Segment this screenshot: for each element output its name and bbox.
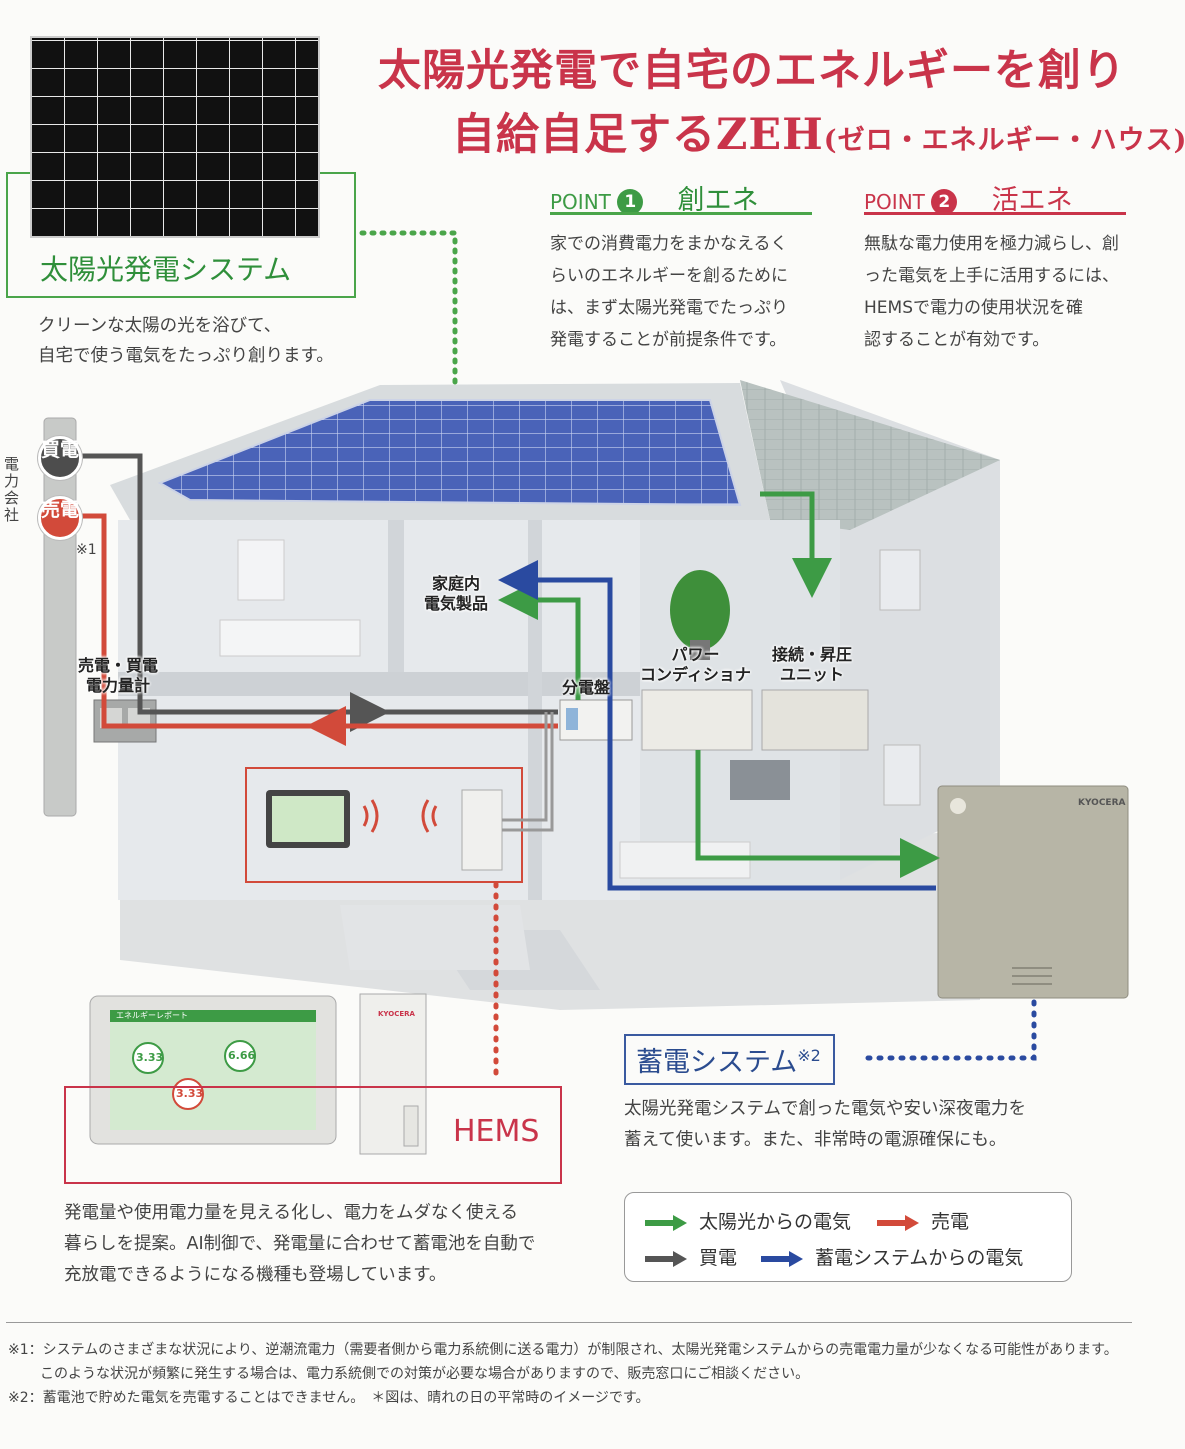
legend-solar: 太陽光からの電気 <box>645 1207 851 1234</box>
point1-heading: POINT 1 創エネ <box>550 178 759 217</box>
buy-badge: 買電 <box>38 436 82 480</box>
point1-prefix: POINT <box>550 190 611 214</box>
battery-desc-line: 蓄えて使います。また、非常時の電源確保にも。 <box>624 1130 1007 1150</box>
point1-body: 家での消費電力をまかなえるく らいのエネルギーを創るために は、まず太陽光発電で… <box>550 228 788 356</box>
hems-screen-title: エネルギーレポート <box>116 1011 188 1020</box>
power-conditioner <box>641 689 753 751</box>
point2-body: 無駄な電力使用を極力減らし、創 った電気を上手に活用するには、 HEMSで電力の… <box>864 228 1119 356</box>
red-arrow-icon <box>877 1214 919 1231</box>
hems-value-3: 3.33 <box>176 1087 204 1100</box>
point1-line: 家での消費電力をまかなえるく <box>550 234 788 254</box>
conditioner-label-line: コンディショナ <box>640 665 751 684</box>
hems-value-1: 3.33 <box>136 1051 164 1064</box>
meter-label: 売電・買電 電力量計 <box>78 656 158 696</box>
flow-battery-appliances <box>498 560 936 891</box>
point1-number: 1 <box>617 189 644 215</box>
battery-brand: KYOCERA <box>1078 798 1126 808</box>
title-zeh: 自給自足するZEH <box>452 110 824 160</box>
main-title-line2: 自給自足するZEH(ゼロ・エネルギー・ハウス) <box>452 100 1185 162</box>
hems-frame <box>64 1086 562 1184</box>
point1-underline <box>550 212 812 215</box>
appliances-label-line: 家庭内 <box>432 574 481 593</box>
meter-label-line: 電力量計 <box>86 676 151 695</box>
flow-solar-appliances <box>498 580 581 700</box>
hems-desc-line: 充放電できるようになる機種も登場しています。 <box>64 1265 447 1285</box>
battery-label: 蓄電システム※2 <box>624 1034 835 1085</box>
house-plant <box>670 570 730 650</box>
point1-line: は、まず太陽光発電でたっぷり <box>550 298 788 318</box>
gray-arrow-icon <box>645 1250 687 1267</box>
legend-buy-text: 買電 <box>699 1247 738 1269</box>
point1-line: 発電することが前提条件です。 <box>550 330 787 350</box>
legend-battery: 蓄電システムからの電気 <box>761 1243 1023 1270</box>
legend-sell-text: 売電 <box>931 1211 970 1233</box>
sell-badge: 売電 <box>38 496 82 540</box>
green-arrow-icon <box>645 1214 687 1231</box>
solar-panel-image <box>30 36 320 238</box>
point2-title: 活エネ <box>991 185 1073 216</box>
point1-title: 創エネ <box>677 185 759 216</box>
junction-label-line: ユニット <box>780 665 845 684</box>
hems-controller-brand: KYOCERA <box>378 1010 415 1018</box>
hems-label: HEMS <box>450 1114 543 1149</box>
footnote-divider <box>6 1322 1132 1323</box>
battery-unit <box>937 785 1129 999</box>
point2-prefix: POINT <box>864 190 925 214</box>
solar-desc-line: 自宅で使う電気をたっぷり創ります。 <box>38 346 334 366</box>
point2-line: 無駄な電力使用を極力減らし、創 <box>864 234 1119 254</box>
junction-unit <box>761 689 869 751</box>
legend-sell: 売電 <box>877 1207 969 1234</box>
legend-battery-text: 蓄電システムからの電気 <box>815 1247 1024 1269</box>
battery-note-mark: ※2 <box>797 1046 821 1065</box>
hems-room-frame <box>245 767 523 883</box>
battery-label-text: 蓄電システム <box>636 1047 798 1078</box>
solar-desc-line: クリーンな太陽の光を浴びて、 <box>38 316 282 336</box>
bed <box>219 619 361 657</box>
point2-heading: POINT 2 活エネ <box>864 178 1073 217</box>
legend-solar-text: 太陽光からの電気 <box>699 1211 852 1233</box>
point2-line: った電気を上手に活用するには、 <box>864 266 1119 286</box>
meter-label-line: 売電・買電 <box>78 656 159 675</box>
blue-arrow-icon <box>761 1250 803 1267</box>
conditioner-label-line: パワー <box>671 645 720 664</box>
battery-description: 太陽光発電システムで創った電気や安い深夜電力を 蓄えて使います。また、非常時の電… <box>624 1094 1026 1156</box>
appliances-label: 家庭内 電気製品 <box>424 574 488 614</box>
hems-description: 発電量や使用電力量を見える化し、電力をムダなく使える 暮らしを提案。AI制御で、… <box>64 1198 535 1291</box>
point1-line: らいのエネルギーを創るために <box>550 266 788 286</box>
flow-solar-battery <box>695 750 940 878</box>
flow-solar-roof <box>760 491 832 598</box>
solar-connector-dots <box>359 230 458 395</box>
tv <box>730 760 790 800</box>
conditioner-label: パワー コンディショナ <box>640 645 751 685</box>
junction-label-line: 接続・昇圧 <box>772 645 853 664</box>
note1-mark: ※1 <box>76 542 97 558</box>
solar-system-label: 太陽光発電システム <box>36 248 296 288</box>
breaker-label: 分電盤 <box>562 678 611 697</box>
junction-label: 接続・昇圧 ユニット <box>772 645 852 685</box>
footnote-2: ※2：蓄電池で貯めた電気を売電することはできません。 ＊図は、晴れの日の平常時の… <box>8 1390 650 1406</box>
solar-system-desc: クリーンな太陽の光を浴びて、 自宅で使う電気をたっぷり創ります。 <box>38 311 334 371</box>
legend-buy: 買電 <box>645 1243 737 1270</box>
point2-line: HEMSで電力の使用状況を確 <box>864 298 1083 318</box>
power-company-label: 電力会社 <box>4 455 20 524</box>
footnote-1a: ※1：システムのさまざまな状況により、逆潮流電力（需要者側から電力系統側に送る電… <box>8 1342 1118 1358</box>
battery-desc-line: 太陽光発電システムで創った電気や安い深夜電力を <box>624 1099 1026 1119</box>
footnote-1b: このような状況が頻繁に発生する場合は、電力系統側での対策が必要な場合がありますの… <box>40 1366 810 1382</box>
battery-connector-dots <box>863 999 1037 1061</box>
hems-controller-small <box>461 789 503 871</box>
main-title-line1: 太陽光発電で自宅のエネルギーを創り <box>378 46 1126 96</box>
appliances-label-line: 電気製品 <box>424 594 489 613</box>
flow-buy <box>80 453 390 732</box>
point2-line: 認することが有効です。 <box>864 330 1050 350</box>
roof-solar-array <box>157 399 742 507</box>
hems-desc-line: 暮らしを提案。AI制御で、発電量に合わせて蓄電池を自動で <box>64 1234 536 1254</box>
hems-desc-line: 発電量や使用電力量を見える化し、電力をムダなく使える <box>64 1203 518 1223</box>
point2-underline <box>864 212 1126 215</box>
hems-value-2: 6.66 <box>228 1049 256 1062</box>
legend: 太陽光からの電気 売電 買電 蓄電システムからの電気 <box>624 1192 1072 1282</box>
point2-number: 2 <box>931 189 958 215</box>
title-zeh-sub: (ゼロ・エネルギー・ハウス) <box>823 125 1185 156</box>
